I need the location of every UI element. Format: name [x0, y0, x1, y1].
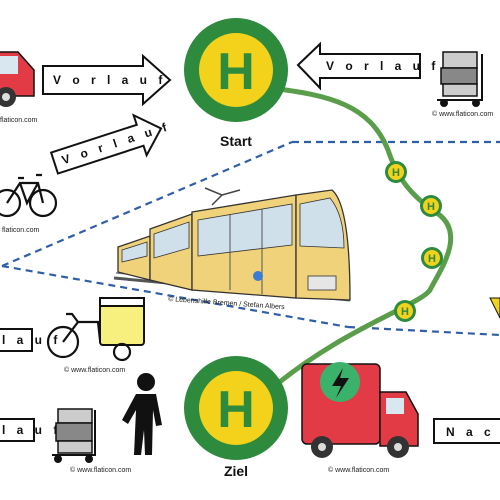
- electric-truck-icon: [301, 362, 419, 458]
- start-station-letter: H: [217, 43, 255, 101]
- bicycle-credit: flaticon.com: [2, 227, 40, 234]
- stop-1: H: [385, 161, 407, 183]
- vorlauf-arrow-top-label: V o r l a u f: [53, 73, 166, 87]
- hand-cart-credit: © www.flaticon.com: [70, 466, 131, 474]
- person-icon: [122, 373, 162, 455]
- lauf-box-mid: l a u f: [0, 328, 61, 352]
- vorlauf-arrow-right: V o r l a u f: [296, 41, 439, 91]
- hand-cart-icon-right: [437, 51, 483, 107]
- nach-box: N a c h: [433, 418, 500, 444]
- stop-4: H: [394, 300, 416, 322]
- lauf-box-mid-label: l a u f: [2, 333, 61, 347]
- start-label: Start: [220, 133, 252, 149]
- stop-letter: H: [401, 306, 409, 318]
- tram-illustration: [113, 187, 351, 302]
- ziel-station-letter: H: [217, 381, 255, 439]
- zoom-lines: [1, 140, 500, 337]
- hand-cart-right-credit: © www.flaticon.com: [432, 110, 493, 118]
- stop-2: H: [420, 195, 442, 217]
- stop-letter: H: [392, 167, 400, 179]
- truck-credit: flaticon.com: [0, 117, 38, 124]
- edge-shape: [489, 297, 500, 319]
- vorlauf-arrow-bike: V o r l a u f: [49, 113, 172, 175]
- truck-icon: [0, 51, 35, 107]
- lauf-box-bottom: l a u f: [0, 418, 61, 442]
- stop-3: H: [421, 247, 443, 269]
- ziel-label: Ziel: [224, 463, 248, 479]
- tram-credit: © Lebenshilfe Bremen / Stefan Albers: [168, 295, 286, 311]
- vorlauf-arrow-right-label: V o r l a u f: [326, 59, 439, 73]
- hand-cart-icon: [52, 408, 96, 463]
- start-station: H: [184, 18, 288, 122]
- vorlauf-arrow-bike-label: V o r l a u f: [60, 119, 172, 167]
- cargo-bike-credit: © www.flaticon.com: [64, 366, 125, 374]
- bicycle-icon: [0, 173, 58, 218]
- electric-truck-credit: © www.flaticon.com: [328, 466, 389, 474]
- ziel-station: H: [184, 356, 288, 460]
- stop-letter: H: [427, 201, 435, 213]
- lauf-box-bottom-label: l a u f: [2, 423, 61, 437]
- stop-letter: H: [428, 253, 436, 265]
- vorlauf-arrow-top: V o r l a u f: [42, 53, 172, 107]
- nach-box-label: N a c h: [446, 425, 500, 439]
- cargo-bike-icon: [46, 297, 145, 362]
